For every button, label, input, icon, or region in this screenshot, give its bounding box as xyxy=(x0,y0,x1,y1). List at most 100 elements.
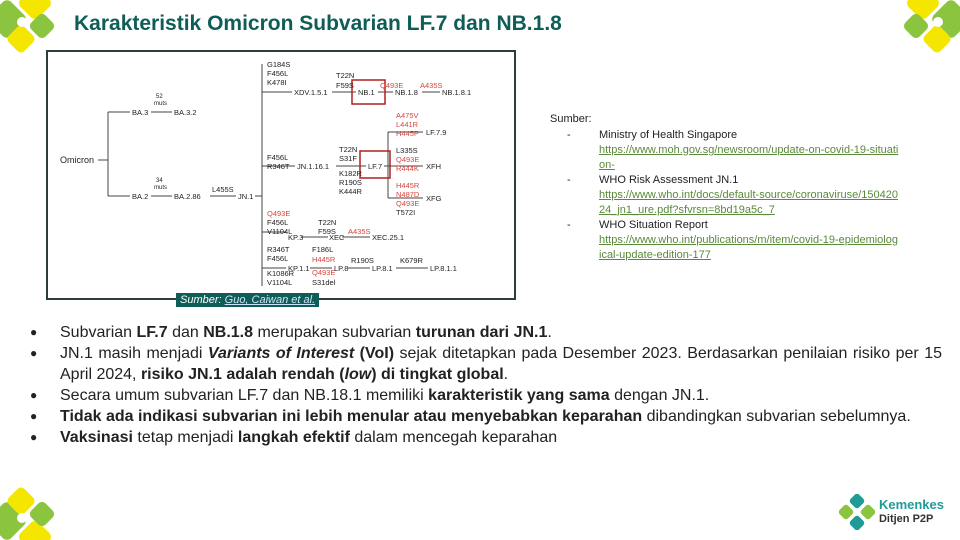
key-point-text: JN.1 masih menjadi xyxy=(60,345,208,362)
key-point-text: tetap menjadi xyxy=(132,429,238,446)
key-point-text: Vaksinasi xyxy=(60,429,133,446)
mutation-label: F456L xyxy=(267,218,288,227)
caption-prefix: Sumber: xyxy=(180,294,225,306)
sources-label: Sumber: xyxy=(550,113,592,125)
node-label: KP.3 xyxy=(288,233,303,242)
phylogenetic-tree-figure: Omicron BA.3 52 muts BA.3.2 BA.2 34 muts… xyxy=(46,50,516,300)
mutation-label: R346T xyxy=(267,162,290,171)
key-point-text: LF.7 xyxy=(136,324,168,341)
sources-list: Ministry of Health Singapore https://www… xyxy=(550,128,900,263)
mutation-count: 52 xyxy=(156,94,163,100)
mutation-label: V1104L xyxy=(267,227,292,236)
node-label: BA.2 xyxy=(132,192,148,201)
page-title: Karakteristik Omicron Subvarian LF.7 dan… xyxy=(74,12,562,35)
mutation-label: R190S xyxy=(351,256,374,265)
node-label: NB.1.8 xyxy=(395,88,418,97)
key-point-text: dengan JN.1. xyxy=(609,387,710,404)
key-point-text: . xyxy=(547,324,552,341)
sources-block: Sumber: Ministry of Health Singapore htt… xyxy=(550,112,900,263)
kemenkes-logo: Kemenkes Ditjen P2P xyxy=(838,494,944,530)
mutation-label: L441R xyxy=(396,120,419,129)
node-label: BA.3 xyxy=(132,108,148,117)
figure-caption: Sumber: Guo, Caiwan et al. xyxy=(176,293,320,307)
mutation-label: T572I xyxy=(396,208,415,217)
source-item: WHO Situation Report https://www.who.int… xyxy=(550,218,900,263)
mutation-label: H445R xyxy=(312,255,336,264)
node-label: XFH xyxy=(426,162,441,171)
key-point-text: . xyxy=(503,366,509,383)
logo-name: Kemenkes xyxy=(878,497,944,512)
decorative-leaf-icon xyxy=(0,487,55,540)
key-point-text: dalam mencegah keparahan xyxy=(349,429,558,446)
key-point-text: merupakan subvarian xyxy=(253,324,416,341)
node-label: NB.1 xyxy=(358,88,375,97)
mutation-label: F456L xyxy=(267,254,288,263)
key-point-text: Variants of Interest xyxy=(207,345,355,362)
mutation-label: F186L xyxy=(312,245,333,254)
mutation-label: V1104L xyxy=(267,278,292,287)
mutation-label: L335S xyxy=(396,146,418,155)
node-label: BA.3.2 xyxy=(174,108,197,117)
node-label: LF.7.9 xyxy=(426,128,446,137)
mutation-label: K679R xyxy=(400,256,424,265)
mutation-label: R444K xyxy=(396,164,419,173)
key-point-text: NB.1.8 xyxy=(203,324,254,341)
key-point-item: JN.1 masih menjadi Variants of Interest … xyxy=(30,343,942,385)
source-name: Ministry of Health Singapore xyxy=(599,129,738,141)
mutation-label: F59S xyxy=(336,81,354,90)
key-point-text: (VoI) xyxy=(359,345,395,362)
source-item: Ministry of Health Singapore https://www… xyxy=(550,128,900,173)
mutation-count: 34 xyxy=(156,178,163,184)
mutation-label: R190S xyxy=(339,178,362,187)
node-label: BA.2.86 xyxy=(174,192,201,201)
mutation-label: S31F xyxy=(339,154,357,163)
source-name: WHO Situation Report xyxy=(599,219,708,231)
key-point-item: Subvarian LF.7 dan NB.1.8 merupakan subv… xyxy=(30,322,942,343)
mutation-label: F456L xyxy=(267,69,288,78)
mutation-label: Q493E xyxy=(267,209,290,218)
mutation-count-label: muts xyxy=(154,185,167,191)
source-link[interactable]: https://www.who.int/publications/m/item/… xyxy=(599,234,898,261)
mutation-label: A435S xyxy=(348,227,371,236)
key-point-text: dan xyxy=(167,324,204,341)
key-point-item: Secara umum subvarian LF.7 dan NB.18.1 m… xyxy=(30,385,942,406)
key-point-text: karakteristik yang sama xyxy=(428,387,610,404)
tree-root-label: Omicron xyxy=(60,155,94,165)
mutation-label: T22N xyxy=(339,145,357,154)
mutation-label: S31del xyxy=(312,278,336,287)
mutation-label: Q493E xyxy=(396,155,419,164)
mutation-label: F456L xyxy=(267,153,288,162)
mutation-label: L455S xyxy=(212,185,234,194)
logo-subtitle: Ditjen P2P xyxy=(878,513,934,525)
caption-source-link[interactable]: Guo, Caiwan et al. xyxy=(224,294,316,306)
mutation-label: K182R xyxy=(339,169,363,178)
node-label: XFG xyxy=(426,194,442,203)
mutation-label: H445R xyxy=(396,181,420,190)
decorative-leaf-icon xyxy=(903,0,960,53)
mutation-label: N487D xyxy=(396,190,420,199)
kemenkes-logo-icon xyxy=(838,494,875,530)
mutation-label: A475V xyxy=(396,111,419,120)
mutation-label: Q493E xyxy=(312,268,335,277)
key-point-text: Subvarian xyxy=(60,324,137,341)
mutation-label: T22N xyxy=(336,71,354,80)
source-link[interactable]: https://www.moh.gov.sg/newsroom/update-o… xyxy=(599,144,899,171)
key-point-item: Tidak ada indikasi subvarian ini lebih m… xyxy=(30,406,942,427)
mutation-label: K1086R xyxy=(267,269,295,278)
mutation-label: K478I xyxy=(267,78,287,87)
source-item: WHO Risk Assessment JN.1 https://www.who… xyxy=(550,173,900,218)
key-point-text: dibandingkan subvarian sebelumnya. xyxy=(642,408,911,425)
mutation-label: A435S xyxy=(420,81,443,90)
source-name: WHO Risk Assessment JN.1 xyxy=(599,174,739,186)
mutation-label: H445P xyxy=(396,129,419,138)
node-label: XDV.1.5.1 xyxy=(294,88,328,97)
key-point-text: sejak ditetapkan pada Desember 2023. Ber… xyxy=(60,345,942,383)
key-point-text: ) di tingkat global xyxy=(371,366,504,383)
node-label: JN.1.16.1 xyxy=(297,162,329,171)
mutation-label: F59S xyxy=(318,227,336,236)
decorative-leaf-icon xyxy=(0,0,55,53)
key-point-item: Vaksinasi tetap menjadi langkah efektif … xyxy=(30,427,942,448)
source-link[interactable]: https://www.who.int/docs/default-source/… xyxy=(599,189,898,216)
key-point-text: Tidak ada indikasi subvarian ini lebih m… xyxy=(60,408,643,425)
key-point-text: langkah efektif xyxy=(237,429,350,446)
